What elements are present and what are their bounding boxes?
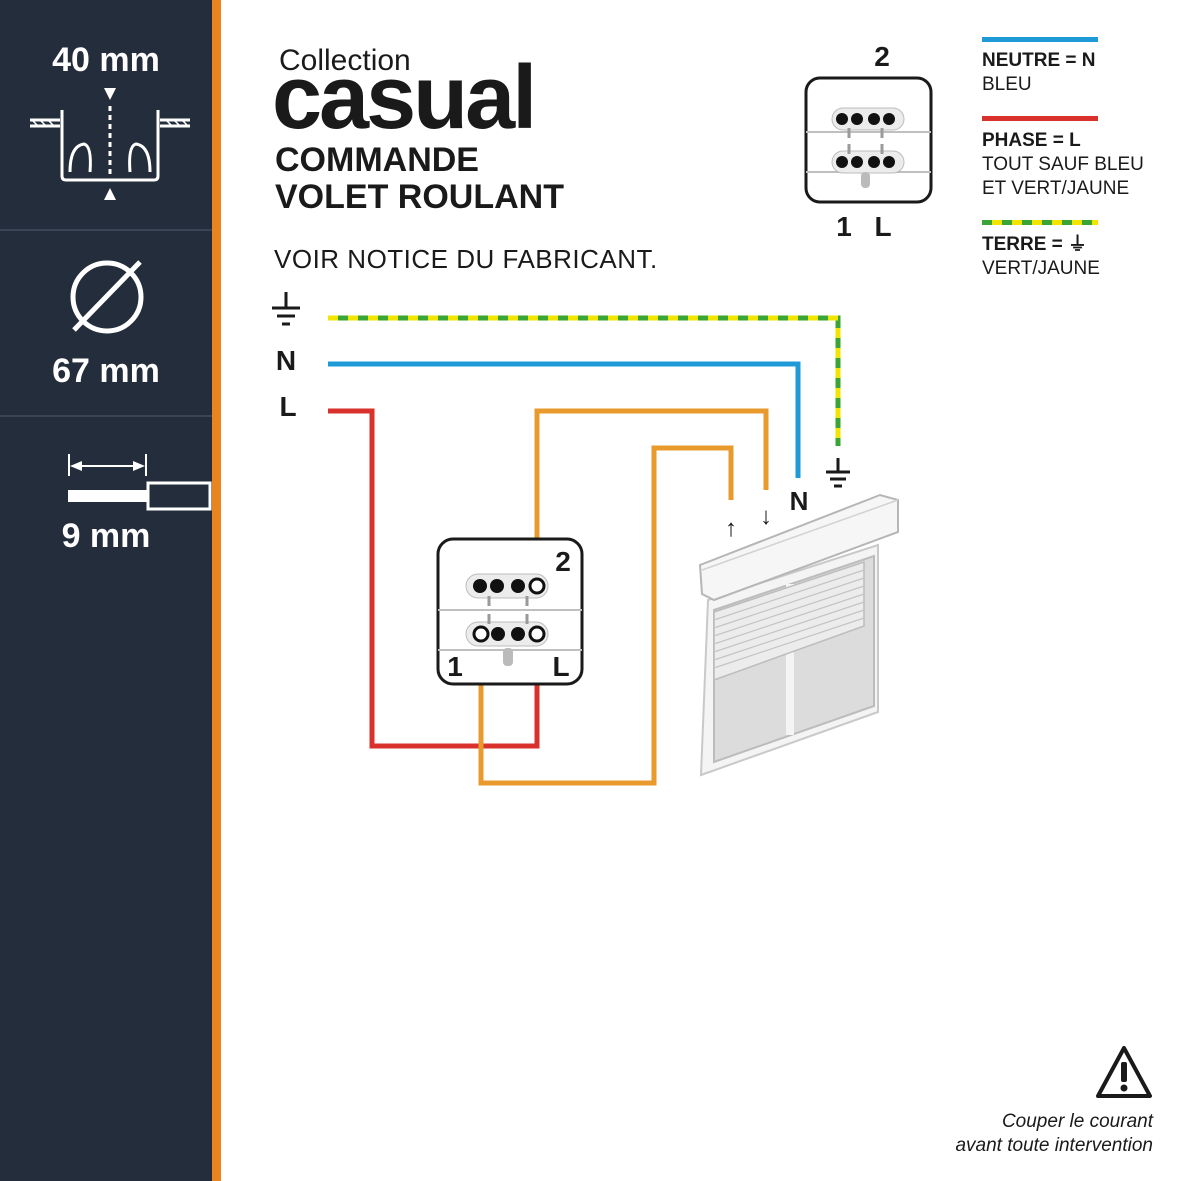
supply-phase-label: L [279,391,296,422]
diameter-symbol-icon [70,260,144,334]
command-wire-down [534,408,769,585]
legend-neutral-swatch [982,37,1098,42]
roller-shutter-window-illustration [698,493,899,777]
motor-down-terminal: ↓ [760,503,772,530]
legend-phase-title: PHASE = L [982,130,1081,151]
command-wire-up [478,445,734,786]
strip-length-label: 9 mm [61,517,151,555]
legend-earth-title: TERRE = ⏚ [982,234,1088,255]
warning-triangle-icon [1096,1046,1152,1098]
motor-earth-terminal-icon [826,458,850,488]
legend-earth-swatch [982,220,1098,225]
warning-line-1: Couper le courant [1001,1111,1153,1132]
earth-wire-yellow [328,315,841,446]
sidebar-accent-stripe [212,0,221,1181]
earth-wire-green [328,315,841,446]
warning-message: Couper le courant avant toute interventi… [793,1110,1153,1158]
switch-diagram-top [804,76,933,204]
brand-collection-label: Collection [279,44,411,77]
legend-phase-swatch [982,116,1098,121]
switch-main-terminal-1: 1 [447,651,463,682]
title-line-2: VOLET ROULANT [275,178,564,216]
switch-main-terminal-2: 2 [555,546,571,577]
box-depth-icon [30,88,190,200]
switch-diagram-main [436,537,584,686]
motor-up-terminal: ↑ [725,515,737,542]
depth-label: 40 mm [52,41,160,79]
switch-top-terminal-2: 2 [874,41,890,72]
warning-line-2: avant toute intervention [955,1135,1153,1156]
motor-neutral-terminal: N [790,486,809,516]
switch-main-terminal-l: L [552,651,569,682]
manufacturer-notice: VOIR NOTICE DU FABRICANT. [274,244,658,274]
sidebar-divider [0,229,212,231]
legend-earth-desc: VERT/JAUNE [982,258,1100,279]
title-line-1: COMMANDE [275,141,479,179]
switch-top-terminal-l: L [874,211,891,242]
earth-supply-icon [272,292,300,326]
supply-neutral-label: N [276,345,296,376]
legend-neutral-title: NEUTRE = N [982,50,1096,71]
legend-neutral-desc: BLEU [982,74,1032,95]
diameter-label: 67 mm [52,352,160,390]
wire-strip-icon [68,454,212,511]
legend-phase-desc-1: TOUT SAUF BLEU [982,154,1144,175]
brand-logo: casual [272,48,537,148]
neutral-wire [328,361,801,478]
phase-wire [328,408,540,749]
legend-phase-desc-2: ET VERT/JAUNE [982,178,1130,199]
switch-top-terminal-1: 1 [836,211,852,242]
sidebar-divider [0,415,212,417]
